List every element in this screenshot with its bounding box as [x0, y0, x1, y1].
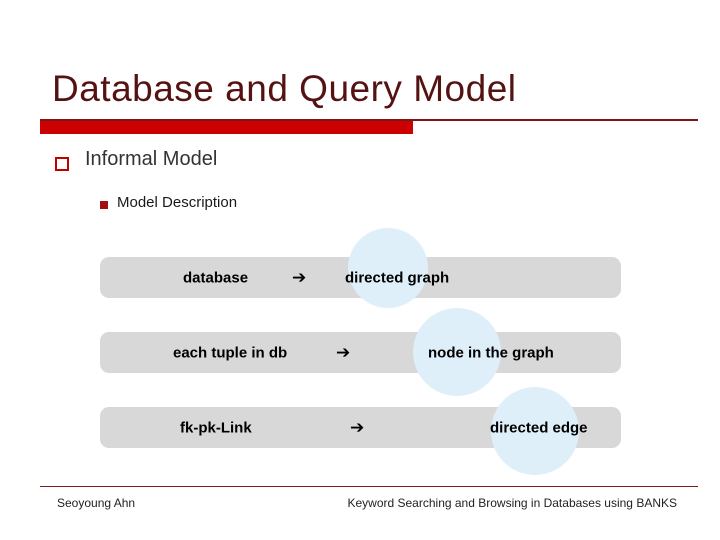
footer-author: Seoyoung Ahn	[57, 496, 136, 510]
decorative-circle	[413, 308, 501, 396]
mapping-target-label: directed edge	[490, 419, 588, 436]
arrow-right-icon: ➔	[350, 417, 365, 437]
sub-bullet-model-description: Model Description	[117, 194, 238, 211]
title-accent-bar	[40, 121, 413, 134]
mapping-source-label: fk-pk-Link	[180, 419, 252, 436]
slide-title: Database and Query Model	[52, 68, 517, 109]
filled-square-bullet-icon	[100, 201, 108, 209]
bullet-informal-model: Informal Model	[85, 148, 218, 170]
hollow-square-bullet-icon	[55, 157, 69, 171]
mapping-target-label: directed graph	[345, 269, 450, 286]
arrow-right-icon: ➔	[292, 267, 307, 287]
decorative-circle	[348, 228, 428, 308]
footer-deck-title: Keyword Searching and Browsing in Databa…	[347, 496, 677, 510]
mapping-row-tuple: each tuple in db ➔ node in the graph	[100, 332, 621, 373]
mapping-source-label: each tuple in db	[173, 344, 288, 361]
mapping-target-label: node in the graph	[428, 344, 554, 361]
arrow-right-icon: ➔	[336, 342, 351, 362]
title-rule	[40, 119, 698, 121]
mapping-source-label: database	[183, 269, 249, 286]
decorative-circle	[491, 387, 579, 475]
footer-rule	[40, 486, 698, 487]
